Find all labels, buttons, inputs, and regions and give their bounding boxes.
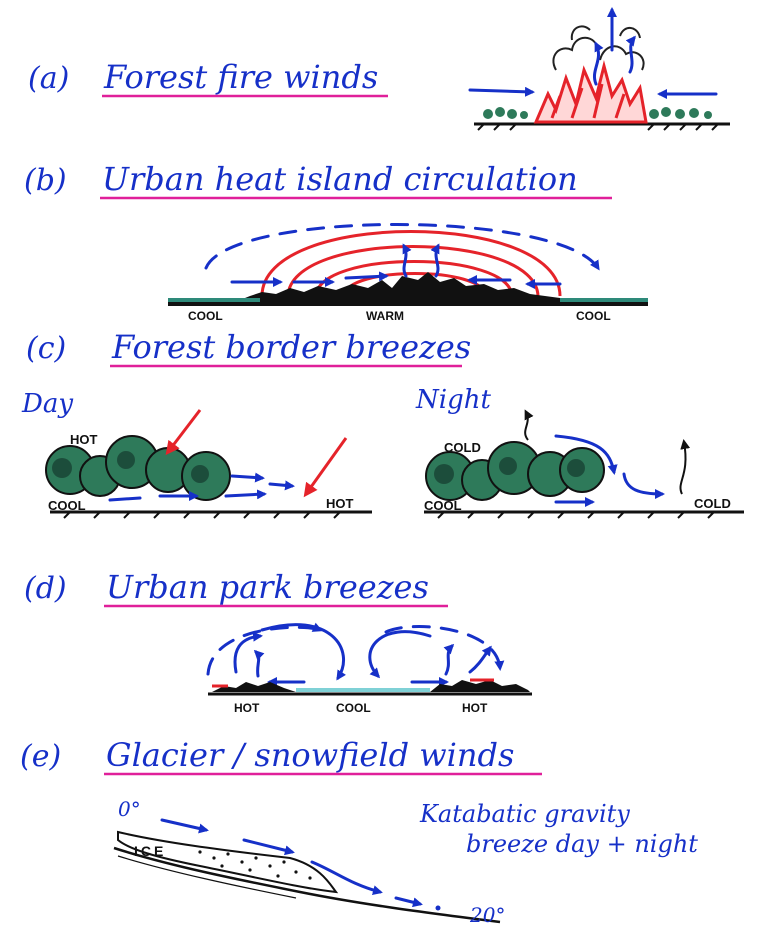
section-b-letter: (b) xyxy=(24,163,67,198)
smoke-cloud xyxy=(552,25,645,71)
glacier-slope-line xyxy=(113,846,501,924)
section-a-title: Forest fire winds xyxy=(103,58,378,96)
glacier-slope-shadow xyxy=(117,855,297,899)
heat-island-label-cool-right: COOL xyxy=(576,309,611,323)
heat-island-inflow-arrow-left-3 xyxy=(344,271,389,282)
park-sinking-arrow-left xyxy=(260,623,346,681)
park-updraft-right-outer xyxy=(468,645,492,674)
forest-border-day: Day HOT COOL HOT xyxy=(21,389,372,519)
glacier-temp-bottom: 20° xyxy=(469,903,505,927)
heat-island-sketch: COOL WARM COOL xyxy=(168,223,648,323)
park-sinking-arrow-right xyxy=(368,630,432,679)
night-ground-hatch xyxy=(437,511,715,519)
section-a-letter: (a) xyxy=(28,61,69,96)
night-label-cold-canopy: COLD xyxy=(444,440,481,455)
heat-island-updraft-2 xyxy=(430,243,440,278)
section-d-title: Urban park breezes xyxy=(106,568,429,606)
glacier-sketch: ICE 0° 20° Katabatic gravity breeze day … xyxy=(113,797,698,927)
forest-fire-sketch xyxy=(468,7,730,131)
night-heading: Night xyxy=(415,385,491,415)
heat-dome-2 xyxy=(286,245,540,297)
park-loop-top-left xyxy=(206,622,323,676)
day-sun-arrow-canopy xyxy=(165,409,202,456)
day-ground-hatch xyxy=(63,511,341,519)
park-label-hot-left: HOT xyxy=(234,701,260,715)
day-breeze-4 xyxy=(230,472,265,483)
night-tree-shading xyxy=(434,457,585,484)
day-label-hot-canopy: HOT xyxy=(70,432,98,447)
fire-inflow-arrow-left xyxy=(468,86,535,97)
section-c-letter: (c) xyxy=(26,331,66,366)
katabatic-arrow-end-dot xyxy=(435,905,441,911)
park-city-right xyxy=(430,680,530,692)
ice-label: ICE xyxy=(134,843,166,859)
urban-park-sketch: HOT COOL HOT xyxy=(206,622,532,715)
park-updraft-right-inner xyxy=(443,643,455,676)
katabatic-arrow-3 xyxy=(310,860,383,896)
heat-island-updraft-1 xyxy=(402,243,412,278)
night-label-cold-open: COLD xyxy=(694,496,731,511)
katabatic-arrow-2 xyxy=(242,838,295,856)
ice-wedge xyxy=(117,830,339,894)
park-label-hot-right: HOT xyxy=(462,701,488,715)
fire-updraft-arrow-3 xyxy=(625,35,636,74)
section-e-title: Glacier / snowfield winds xyxy=(106,736,514,774)
park-updraft-left-outer xyxy=(233,631,263,674)
section-c-title: Forest border breezes xyxy=(111,328,471,366)
fire-ground-hatch xyxy=(477,123,719,131)
katabatic-note-line-1: Katabatic gravity xyxy=(419,800,630,828)
fire-updraft-arrow-1 xyxy=(593,41,604,86)
section-b: (b) Urban heat island circulation COOL W… xyxy=(24,160,648,323)
day-label-cool: COOL xyxy=(48,498,86,513)
heat-island-label-cool-left: COOL xyxy=(188,309,223,323)
section-d-letter: (d) xyxy=(24,571,67,606)
night-label-cool: COOL xyxy=(424,498,462,513)
park-city-left xyxy=(212,682,296,692)
katabatic-arrow-1 xyxy=(160,818,209,834)
section-b-title: Urban heat island circulation xyxy=(102,160,578,198)
forest-border-night: Night COLD COOL COLD xyxy=(415,385,744,519)
section-e: (e) Glacier / snowfield winds ICE 0° 20°… xyxy=(20,736,698,927)
fire-small-trees xyxy=(483,107,712,119)
section-d: (d) Urban park breezes HOT COOL HOT xyxy=(24,568,532,715)
katabatic-arrow-4 xyxy=(394,896,423,908)
night-drainage-arrow-top xyxy=(554,434,618,475)
ice-texture-dots xyxy=(198,850,312,880)
day-heading: Day xyxy=(21,389,73,419)
day-label-hot-open: HOT xyxy=(326,496,354,511)
park-label-cool: COOL xyxy=(336,701,371,715)
fire-flame-strokes xyxy=(550,83,626,119)
section-c: (c) Forest border breezes Day HOT COO xyxy=(21,328,744,519)
heat-island-label-warm: WARM xyxy=(366,309,404,323)
park-loop-top-right xyxy=(384,625,505,671)
day-breeze-5 xyxy=(268,480,295,491)
section-e-letter: (e) xyxy=(20,739,61,774)
day-breeze-1 xyxy=(108,496,142,502)
night-radiation-arrow-open xyxy=(679,439,691,495)
park-updraft-left-inner xyxy=(253,649,265,678)
night-radiation-arrow-canopy xyxy=(524,409,534,441)
section-a: (a) Forest fire winds xyxy=(28,7,730,131)
night-tree-canopy xyxy=(425,441,605,501)
heat-dome-1 xyxy=(260,230,562,297)
glacier-temp-top: 0° xyxy=(118,797,141,821)
day-tree-shading xyxy=(52,451,209,483)
night-drainage-arrow-bottom xyxy=(622,472,665,499)
heat-island-outer-loop xyxy=(204,223,600,271)
city-skyline xyxy=(168,272,648,306)
katabatic-note-line-2: breeze day + night xyxy=(466,830,698,858)
day-breeze-3 xyxy=(224,489,267,500)
day-sun-arrow-open xyxy=(303,437,348,498)
